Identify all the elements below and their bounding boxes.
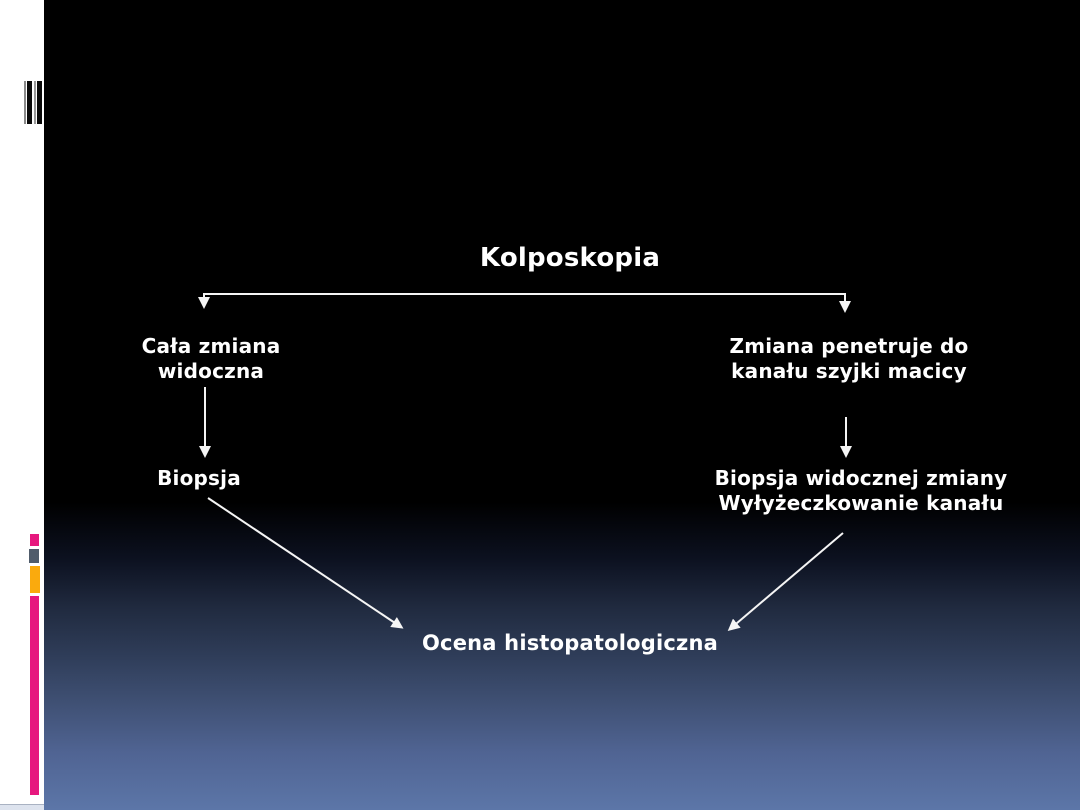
stripe-black-2 <box>37 81 42 124</box>
sidebar-footer-strip <box>0 804 44 810</box>
node-right-action: Biopsja widocznej zmiany Wyłyżeczkowanie… <box>715 466 1008 516</box>
stripe-ornament <box>24 81 42 124</box>
arrow-right-to-outcome <box>727 532 844 631</box>
node-left-condition: Cała zmiana widoczna <box>142 334 281 384</box>
node-outcome: Ocena histopatologiczna <box>421 631 719 655</box>
stripe-black-1 <box>27 81 32 124</box>
node-right-condition-line2: kanału szyjki macicy <box>731 359 967 383</box>
node-left-action: Biopsja <box>157 466 241 490</box>
arrow-left-to-outcome <box>207 497 404 629</box>
node-right-condition-line1: Zmiana penetruje do <box>729 334 969 358</box>
node-right-action-line1: Biopsja widocznej zmiany <box>714 466 1008 490</box>
stripe-gray-2 <box>34 81 36 124</box>
node-left-condition-line2: widoczna <box>157 359 265 383</box>
node-right-condition: Zmiana penetruje do kanału szyjki macicy <box>730 334 969 384</box>
node-left-condition-line1: Cała zmiana <box>141 334 281 358</box>
node-right-action-line2: Wyłyżeczkowanie kanału <box>718 491 1004 515</box>
pink-bar-ornament <box>30 596 39 795</box>
gray-square-ornament <box>29 549 39 563</box>
orange-square-ornament <box>30 566 40 593</box>
slide-background <box>44 0 1080 810</box>
pink-square-ornament <box>30 534 39 546</box>
diagram-title: Kolposkopia <box>479 243 661 273</box>
stripe-gray-1 <box>24 81 26 124</box>
sidebar-decoration <box>0 0 44 810</box>
